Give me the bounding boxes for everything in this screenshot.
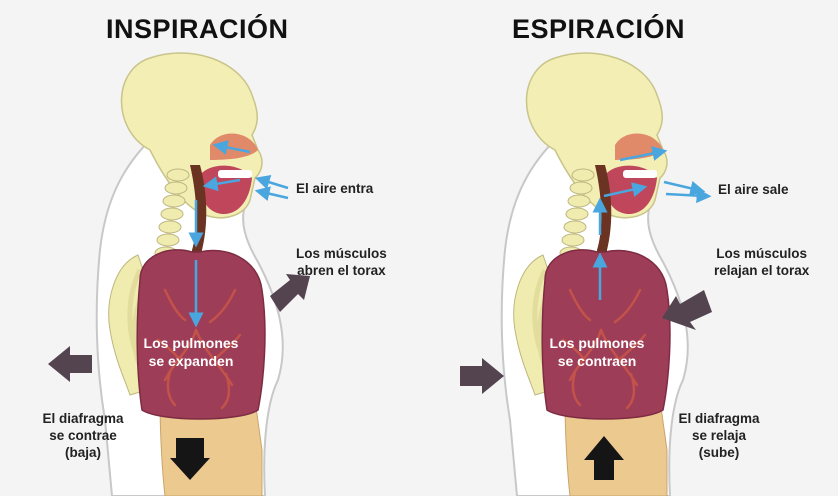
label-lungs-contract-line1: Los pulmones — [549, 335, 645, 351]
title-inspiracion: INSPIRACIÓN — [106, 14, 289, 44]
left-back-arrow — [48, 346, 92, 382]
label-diaphragm-contracts-line2: se contrae — [49, 428, 117, 443]
label-air-enters: El aire entra — [296, 181, 374, 196]
label-lungs-contract: Los pulmones se contraen — [544, 334, 650, 370]
label-diaphragm-contracts: El diafragma se contrae (baja) — [28, 410, 138, 461]
label-diaphragm-contracts-line3: (baja) — [64, 445, 101, 460]
label-air-exits: El aire sale — [718, 182, 789, 197]
label-lungs-expand-line2: se expanden — [148, 353, 234, 369]
right-chest-arrow — [662, 290, 712, 330]
right-air-arrows — [592, 146, 712, 300]
right-figure — [502, 53, 688, 496]
label-diaphragm-relaxes-line2: se relaja — [691, 428, 747, 443]
left-air-arrows — [188, 140, 289, 328]
label-lungs-contract-line2: se contraen — [557, 353, 637, 369]
label-lungs-expand: Los pulmones se expanden — [138, 334, 244, 370]
label-diaphragm-relaxes: El diafragma se relaja (sube) — [664, 410, 774, 461]
left-diaphragm-arrow — [170, 438, 210, 480]
right-diaphragm-arrow — [584, 436, 624, 480]
label-muscles-relax-line1: Los músculos — [716, 246, 808, 261]
label-diaphragm-relaxes-line1: El diafragma — [678, 411, 760, 426]
label-muscles-open-line2: abren el torax — [297, 263, 386, 278]
title-espiracion: ESPIRACIÓN — [512, 14, 686, 44]
label-diaphragm-contracts-line1: El diafragma — [42, 411, 124, 426]
left-chest-arrow — [270, 274, 310, 312]
label-muscles-open-line1: Los músculos — [296, 246, 387, 261]
label-muscles-relax-line2: relajan el torax — [714, 263, 810, 278]
label-lungs-expand-line1: Los pulmones — [143, 335, 239, 351]
label-diaphragm-relaxes-line3: (sube) — [698, 445, 740, 460]
right-back-arrow — [460, 358, 504, 394]
label-muscles-relax: Los músculos relajan el torax — [714, 245, 809, 279]
label-muscles-open: Los músculos abren el torax — [296, 245, 387, 279]
